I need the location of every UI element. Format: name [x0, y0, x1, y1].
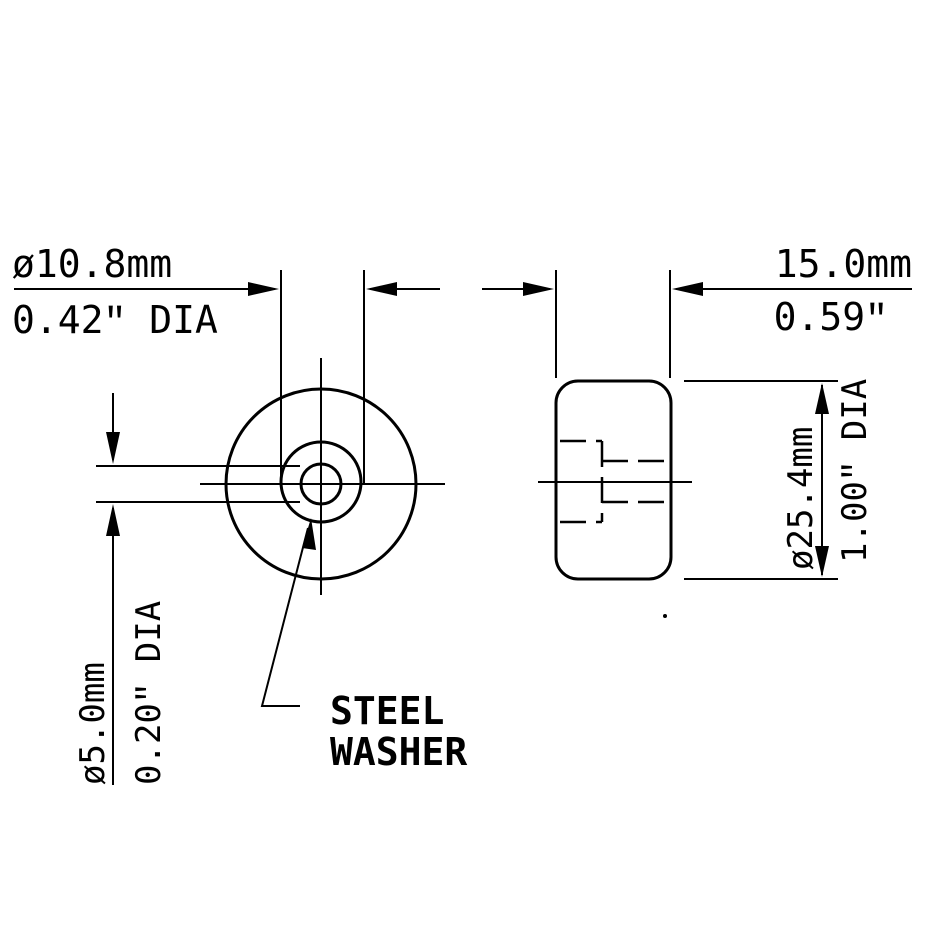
washer-label-line2: WASHER — [330, 730, 467, 774]
front-dim-arrow-right — [366, 282, 397, 296]
side-dim-arrow-left — [523, 282, 554, 296]
outer-dia-label-mm: ø10.8mm — [12, 242, 172, 286]
front-view: ø10.8mm 0.42ʺ DIA ø5.0mm 0.20ʺ DIA STEEL… — [12, 242, 467, 785]
bore-dia-label-mm: ø5.0mm — [73, 662, 113, 785]
stray-mark — [663, 614, 667, 618]
bore-dia-label-in: 0.20ʺ DIA — [129, 601, 169, 785]
side-body-outline — [554, 379, 673, 581]
washer-leader-arrow — [302, 518, 316, 550]
outer-dia-label-in: 0.42ʺ DIA — [12, 298, 218, 342]
side-dim-arrow-right — [672, 282, 703, 296]
height-label-in: 1.00ʺ DIA — [835, 379, 875, 563]
length-label-in: 0.59ʺ — [774, 295, 888, 339]
washer-label-line1: STEEL — [330, 689, 444, 733]
bore-dim-arrow-bottom — [106, 504, 120, 536]
height-dim-arrow-bottom — [815, 546, 829, 577]
bore-dim-arrow-top — [106, 432, 120, 464]
height-dim-arrow-top — [815, 383, 829, 414]
front-dim-arrow-left — [248, 282, 279, 296]
length-label-mm: 15.0mm — [775, 242, 912, 286]
washer-leader-line — [260, 527, 309, 707]
height-label-mm: ø25.4mm — [781, 427, 821, 570]
side-view: 15.0mm 0.59ʺ ø25.4mm 1.00ʺ DIA — [482, 242, 912, 618]
